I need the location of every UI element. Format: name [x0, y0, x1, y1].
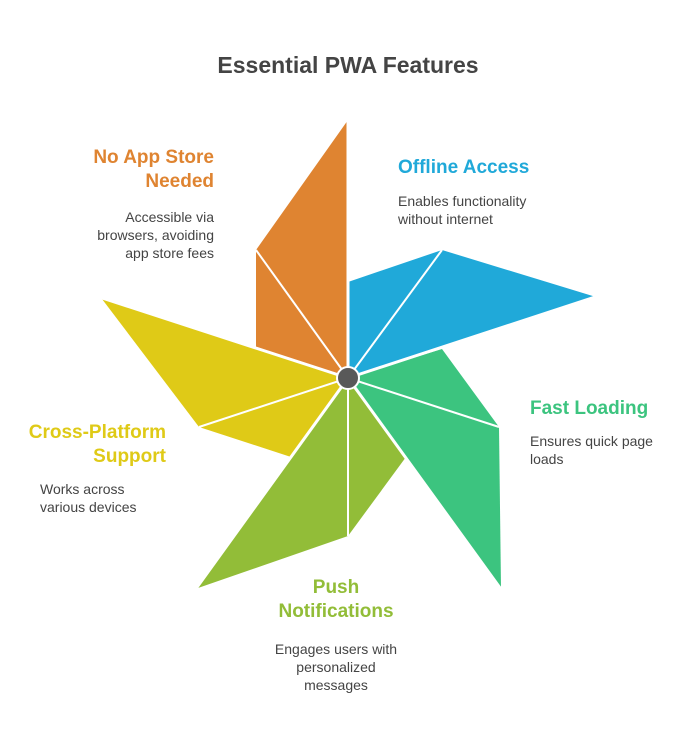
blade-cross-platform	[102, 299, 349, 457]
diagram-title: Essential PWA Features	[217, 52, 479, 78]
blade-fast-loading-inner	[348, 349, 499, 427]
blade-offline-access-outer	[348, 250, 596, 378]
desc-line: loads	[530, 451, 564, 467]
desc-line: Enables functionality	[398, 193, 527, 209]
desc-line: without internet	[398, 211, 493, 227]
blade-separators	[98, 118, 599, 593]
blade-no-app-store-outer	[256, 120, 348, 378]
blade-offline-access	[347, 249, 596, 379]
desc-line: Engages users with	[274, 641, 398, 657]
title-line: Needed	[145, 171, 214, 192]
title-line: No App Store	[93, 147, 214, 168]
feature-title-no-app-store: No App Store Needed	[0, 146, 214, 194]
desc-line: Accessible via	[125, 209, 214, 225]
blade-cross-platform-outer	[102, 299, 348, 427]
feature-title-offline-access: Offline Access	[398, 157, 530, 178]
feature-desc-fast-loading: Ensures quick page loads	[530, 432, 653, 468]
blade-no-app-store	[255, 120, 349, 379]
blade-push-notifications-inner	[348, 378, 406, 536]
desc-line: various devices	[40, 499, 137, 515]
feature-desc-cross-platform: Works across various devices	[40, 480, 137, 516]
title-line: Notifications	[278, 601, 394, 622]
feature-title-push-notifications: Push Notifications	[236, 576, 436, 624]
feature-desc-offline-access: Enables functionality without internet	[398, 192, 526, 228]
desc-line: Ensures quick page	[530, 433, 653, 449]
feature-desc-no-app-store: Accessible via browsers, avoiding app st…	[0, 208, 214, 262]
title-line: Cross-Platform	[28, 422, 166, 443]
blade-cross-platform-inner	[199, 378, 348, 457]
title-line: Support	[93, 446, 166, 467]
feature-title-fast-loading: Fast Loading	[530, 398, 649, 419]
desc-line: app store fees	[125, 245, 214, 261]
center-hub	[336, 366, 360, 390]
desc-line: browsers, avoiding	[97, 227, 214, 243]
feature-title-cross-platform: Cross-Platform Support	[0, 421, 166, 469]
feature-desc-push-notifications: Engages users with personalized messages	[246, 640, 426, 694]
title-line: Push	[312, 577, 360, 598]
desc-line: messages	[304, 677, 368, 693]
desc-line: Works across	[40, 481, 125, 497]
desc-line: personalized	[296, 659, 376, 675]
